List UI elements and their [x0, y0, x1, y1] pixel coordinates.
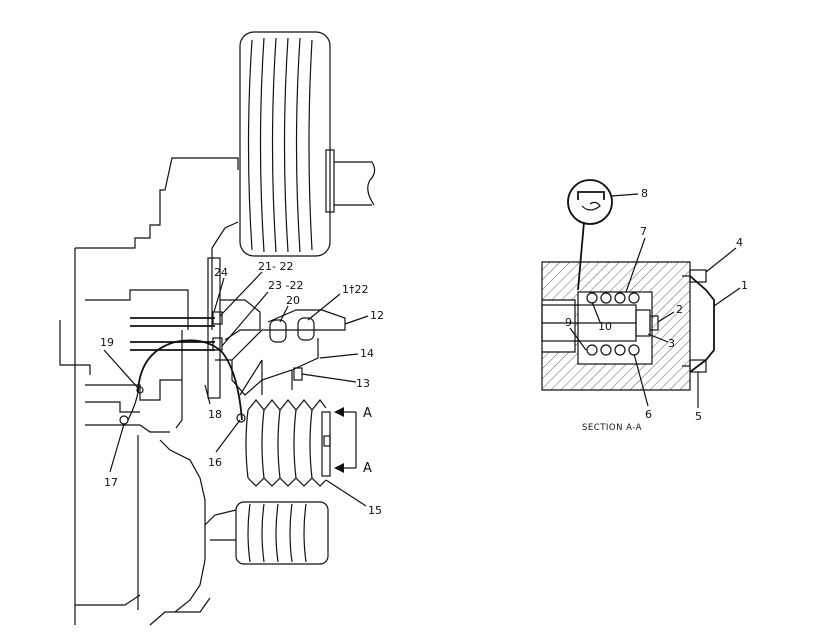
lower-ribbed-pulley [245, 399, 331, 487]
callout-13: 13 [356, 377, 370, 390]
callout-4: 4 [736, 236, 743, 249]
section-arrow-bottom: A [363, 461, 372, 476]
callout-6: 6 [645, 408, 652, 421]
callout-21-22: 21- 22 [258, 260, 293, 273]
upper-pulley [239, 31, 376, 257]
callout-2: 2 [676, 303, 683, 316]
callout-12: 12 [370, 309, 384, 322]
section-a-a [541, 179, 715, 391]
callout-15: 15 [368, 504, 382, 517]
callout-3: 3 [668, 337, 675, 350]
callout-16: 16 [208, 456, 222, 469]
callout-10: 10 [598, 320, 612, 333]
left-leaders [103, 271, 369, 507]
callout-7: 7 [640, 225, 647, 238]
callout-20: 20 [286, 294, 300, 307]
section-arrow-top: A [363, 406, 372, 421]
callout-17: 17 [104, 476, 118, 489]
callout-5: 5 [695, 410, 702, 423]
bottom-pulley [204, 501, 329, 565]
callout-labels: 24 21- 22 23 -22 20 1†22 12 14 13 18 16 … [100, 187, 748, 517]
right-leaders [569, 193, 741, 408]
callout-1t22: 1†22 [342, 283, 369, 296]
callout-9: 9 [565, 316, 572, 329]
section-cut-arrows [334, 407, 357, 473]
mounting-bracket [130, 257, 261, 399]
callout-24: 24 [214, 266, 228, 279]
callout-1: 1 [741, 279, 748, 292]
callout-23-22: 23 -22 [268, 279, 303, 292]
callout-14: 14 [360, 347, 374, 360]
tensioner-arm [215, 309, 346, 396]
engine-housing-outline [59, 157, 239, 626]
callout-18: 18 [208, 408, 222, 421]
callout-8: 8 [641, 187, 648, 200]
callout-19: 19 [100, 336, 114, 349]
section-caption: SECTION A-A [582, 423, 642, 433]
